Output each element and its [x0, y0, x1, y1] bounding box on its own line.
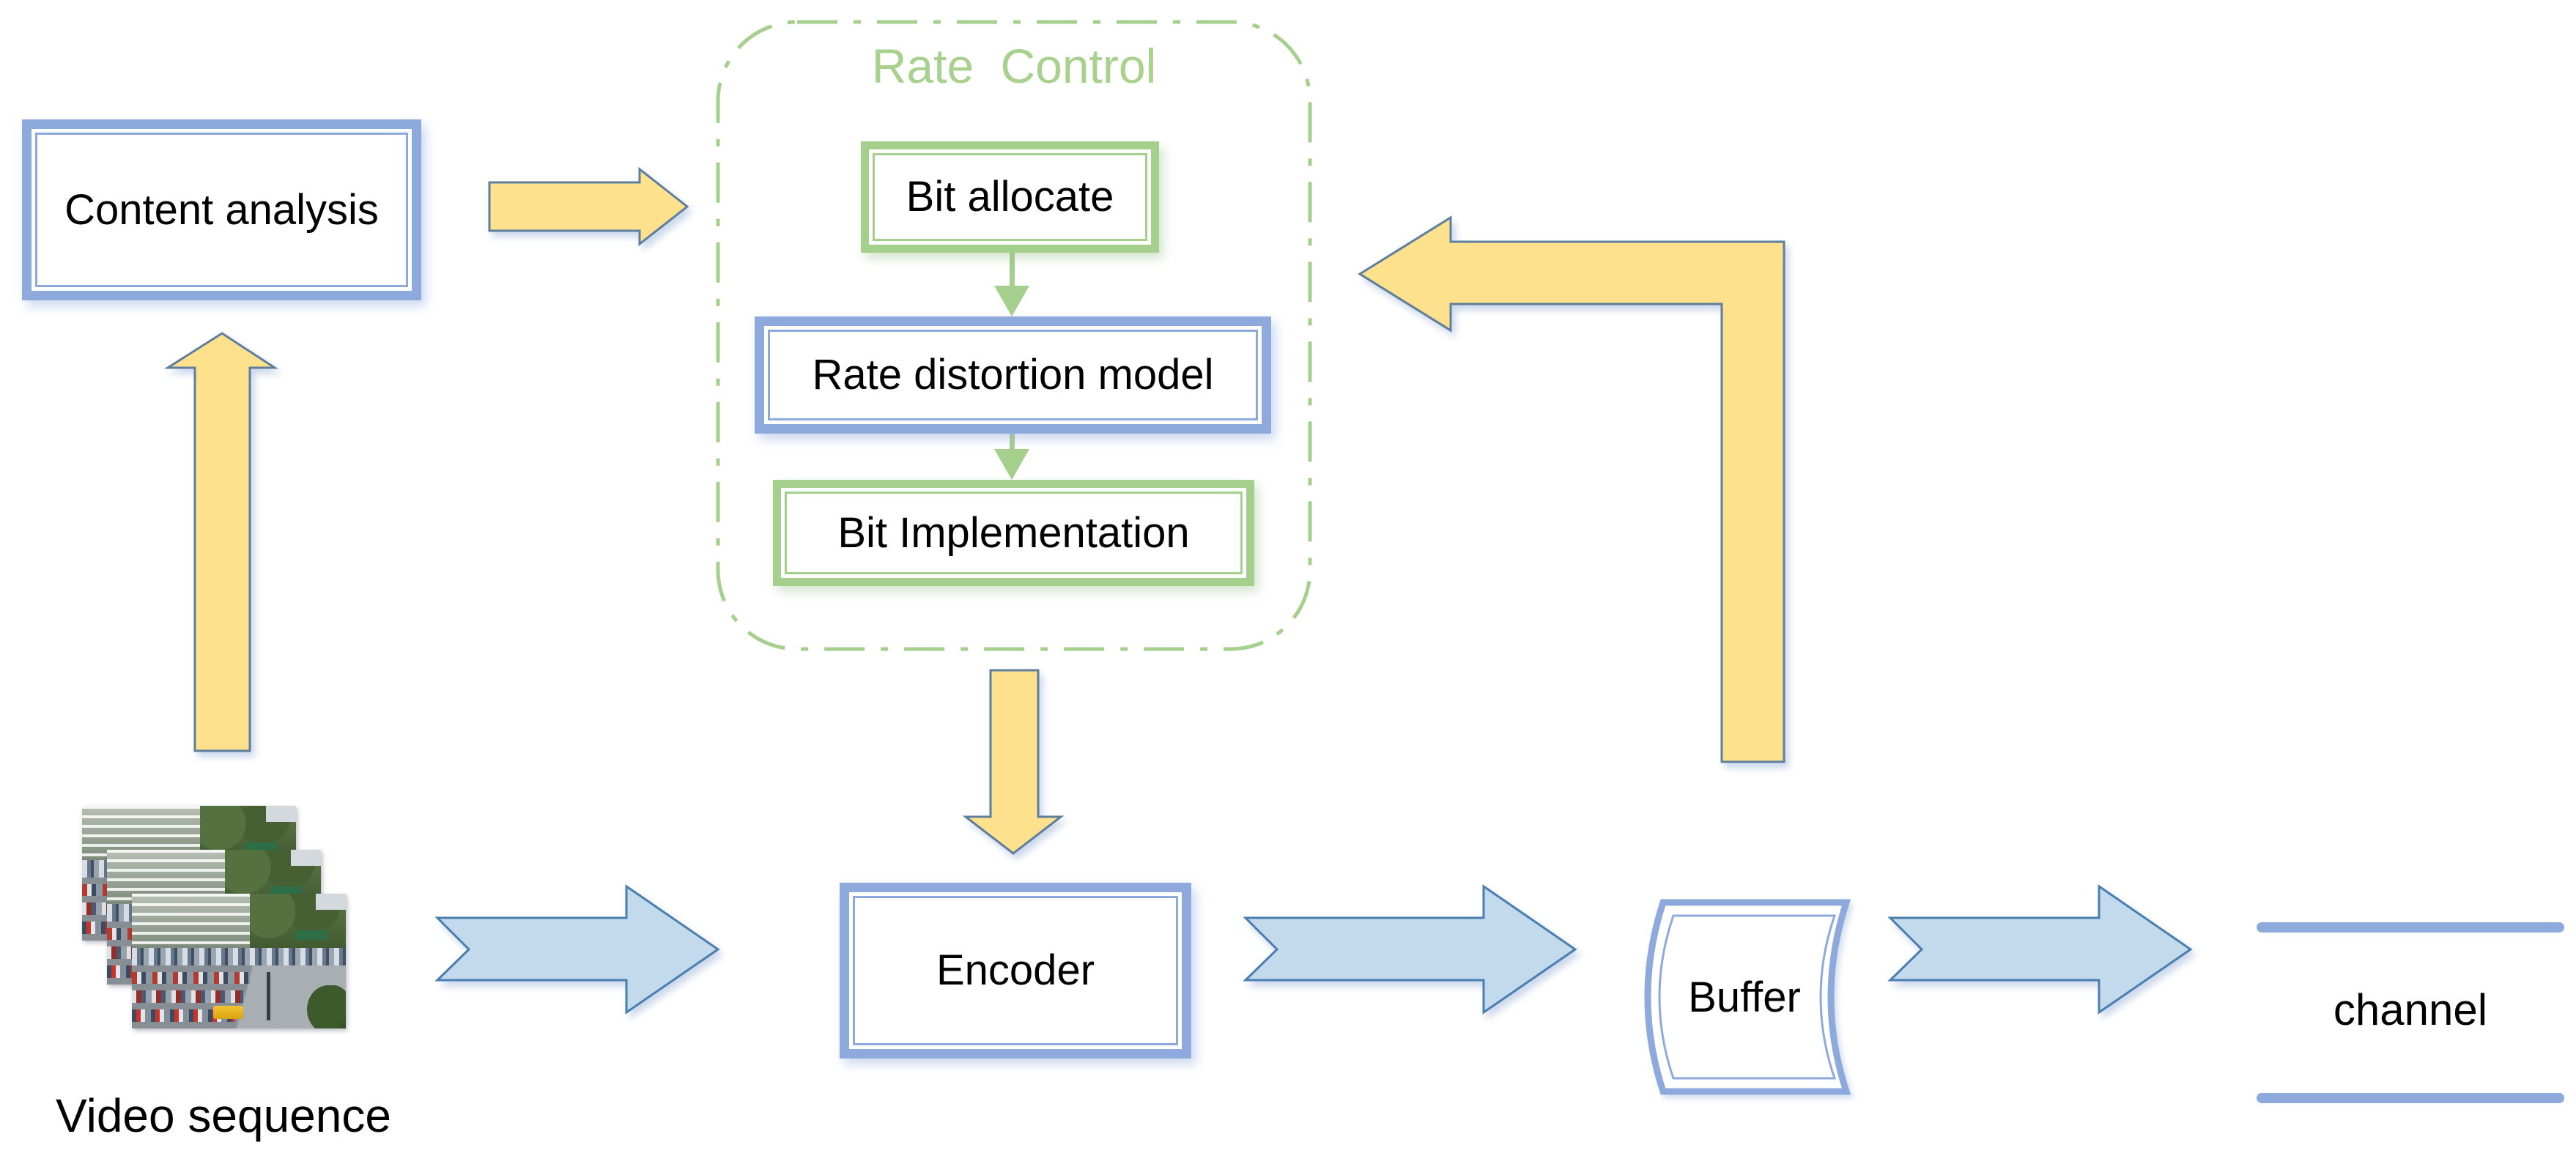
channel-label: channel [2333, 985, 2488, 1034]
content-analysis-label: Content analysis [64, 185, 379, 234]
bit-implementation-label: Bit Implementation [837, 508, 1190, 557]
rate-control-group-outline [716, 20, 1312, 651]
video-sequence-label: Video sequence [56, 1089, 391, 1142]
arrow-buffer-to-channel [1887, 884, 2193, 1015]
encoder-label: Encoder [936, 946, 1095, 994]
channel-shape [2257, 922, 2564, 1103]
arrow-video-to-content [163, 332, 279, 752]
rate-distortion-model-box: Rate distortion model [755, 316, 1271, 434]
bit-implementation-box: Bit Implementation [773, 480, 1254, 586]
arrow-ratecontrol-to-encoder [962, 669, 1065, 855]
content-analysis-box: Content analysis [22, 119, 421, 300]
arrow-buffer-feedback-to-ratecontrol [1358, 215, 1785, 763]
rate-control-title: Rate Control [871, 39, 1157, 93]
arrow-encoder-to-buffer [1243, 884, 1577, 1015]
video-frame-front [132, 894, 346, 1028]
buffer-shape [1644, 899, 1851, 1095]
arrow-rdm-to-bitimplementation [994, 434, 1029, 480]
rate-distortion-model-label: Rate distortion model [812, 351, 1214, 398]
arrow-content-to-ratecontrol [488, 166, 689, 247]
encoder-box: Encoder [840, 883, 1191, 1059]
bit-allocate-label: Bit allocate [906, 173, 1114, 220]
arrow-video-to-encoder [434, 884, 720, 1015]
buffer-label: Buffer [1688, 973, 1801, 1021]
arrow-bitallocate-to-rdm [994, 253, 1029, 316]
bit-allocate-box: Bit allocate [861, 141, 1159, 253]
